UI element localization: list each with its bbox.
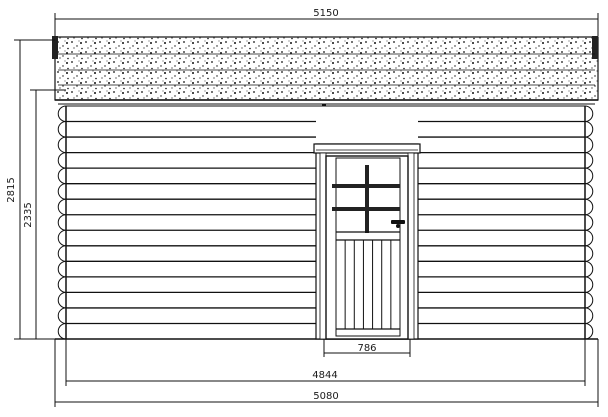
- door-handle[interactable]: [391, 220, 405, 224]
- log-end-right: [584, 291, 594, 309]
- log-end-right: [584, 245, 594, 262]
- log-end-right: [584, 105, 594, 123]
- dimension-wall-width: 4844: [65, 339, 586, 386]
- log-end-left: [57, 276, 67, 293]
- door-head-trim: [313, 143, 421, 154]
- log-end-left: [57, 245, 67, 262]
- log-end-left: [57, 291, 67, 309]
- door-lock: [396, 224, 400, 228]
- log-end-left: [57, 105, 67, 123]
- door-jamb-right: [407, 152, 415, 340]
- log-end-right: [584, 260, 594, 278]
- dimension-total-height: 2815: [6, 39, 55, 340]
- dimension-label-base-width: 5080: [313, 391, 338, 402]
- roof-outline: [54, 36, 599, 101]
- dimension-door-width: 786: [323, 339, 411, 357]
- log-end-left: [57, 183, 67, 200]
- log-end-right: [584, 214, 594, 231]
- door: [313, 143, 421, 340]
- door-window-transom-bottom: [332, 207, 400, 211]
- door-inner-stile: [335, 157, 401, 337]
- log-end-right: [584, 136, 594, 154]
- log-end-left: [57, 167, 67, 185]
- log-end-left: [57, 260, 67, 278]
- log-end-right: [584, 229, 594, 247]
- log-end-right: [584, 152, 594, 169]
- log-end-left: [57, 307, 67, 324]
- log-lines: [66, 120, 585, 325]
- roof-left-end: [52, 36, 58, 59]
- door-window-transom-top: [332, 184, 400, 188]
- dimension-label-wall-width: 4844: [312, 370, 337, 381]
- log-end-left: [57, 136, 67, 154]
- dimension-base-width: 5080: [54, 339, 599, 407]
- log-ends-left: [57, 105, 67, 340]
- log-end-right: [584, 276, 594, 293]
- log-end-left: [57, 214, 67, 231]
- log-ends-right: [584, 105, 594, 340]
- dimension-label-total-height: 2815: [6, 177, 17, 202]
- dimension-label-wall-height: 2335: [23, 202, 34, 227]
- roof-right-end: [592, 36, 598, 59]
- log-end-left: [57, 198, 67, 216]
- door-window-mullion-vertical: [365, 165, 369, 233]
- log-end-left: [57, 121, 67, 138]
- dimension-label-total-width: 5150: [313, 8, 338, 19]
- log-end-right: [584, 198, 594, 216]
- door-jamb-left: [319, 152, 327, 340]
- log-end-right: [584, 183, 594, 200]
- log-end-left: [57, 152, 67, 169]
- door-slats: [344, 240, 392, 329]
- log-end-right: [584, 322, 594, 340]
- roof: [52, 36, 599, 119]
- log-end-left: [57, 322, 67, 340]
- log-end-right: [584, 307, 594, 324]
- log-end-right: [584, 167, 594, 185]
- dimension-total-width: 5150: [54, 8, 599, 36]
- log-end-left: [57, 229, 67, 247]
- log-end-right: [584, 121, 594, 138]
- dimension-label-door-width: 786: [357, 343, 376, 354]
- dimension-wall-height: 2335: [23, 89, 66, 339]
